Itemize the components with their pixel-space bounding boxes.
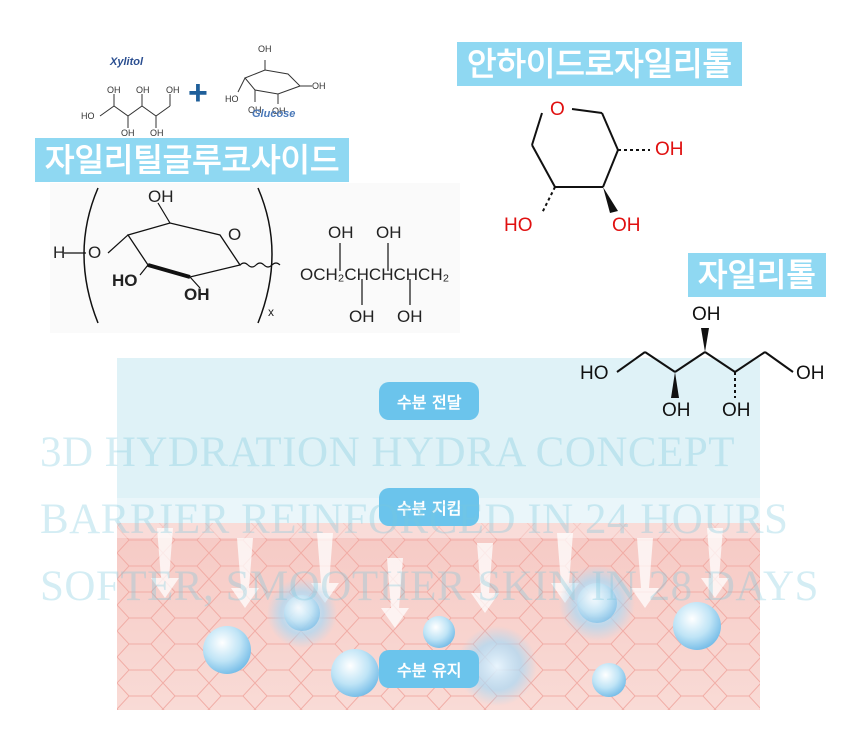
chain-formula: OCH₂CHCHCHCH₂ <box>300 265 450 284</box>
anhydroxylitol-label: 안하이드로자일리톨 <box>457 42 742 86</box>
o-link-atom: O <box>88 243 102 262</box>
xylitol-structure: HO OH OH OH OH <box>575 300 835 425</box>
anhydroxylitol-bonds <box>531 108 650 214</box>
oh-label: OH <box>376 223 402 242</box>
oh-label: OH <box>150 128 164 138</box>
overlay-line-hydration: 3D HYDRATION HYDRA CONCEPT <box>40 429 736 476</box>
oh-label: OH <box>248 105 262 115</box>
repeat-x-label: x <box>268 305 274 319</box>
water-protection-pill: 수분 지킴 <box>379 488 480 526</box>
ring-o-atom: O <box>550 99 565 120</box>
oh-label: HO <box>81 111 95 121</box>
oh-label: OH <box>148 187 174 206</box>
xylitol-small-structure <box>99 94 171 128</box>
oh-label: OH <box>722 400 751 421</box>
water-delivery-pill: 수분 전달 <box>379 382 480 420</box>
oh-label: OH <box>136 85 150 95</box>
ho-label: HO <box>112 271 138 290</box>
glucose-name: Glucose <box>252 108 296 120</box>
oh-label: HO <box>225 94 239 104</box>
oh-label: OH <box>107 85 121 95</box>
reaction-scheme: Xylitol HO OH OH OH OH OH + OH OH HO OH … <box>80 38 340 138</box>
oh-label: OH <box>272 106 286 116</box>
oh-label: OH <box>349 307 375 326</box>
skin-hydration-panel: 수분 전달 수분 지킴 수분 유지 <box>117 358 760 710</box>
xylitol-name: Xylitol <box>110 56 144 68</box>
ho-label: HO <box>580 363 609 384</box>
xylitylglucoside-structure: H O O OH HO OH x OCH₂CHCHCHCH₂ OH OH OH … <box>50 183 460 333</box>
oh-label: OH <box>655 139 684 160</box>
h-atom: H <box>53 243 66 262</box>
oh-label: OH <box>312 81 326 91</box>
oh-label: OH <box>692 304 721 325</box>
overlay-line-skin: SOFTER, SMOOTHER SKIN IN 28 DAYS <box>40 563 819 610</box>
oh-label: OH <box>184 285 210 304</box>
oh-label: OH <box>328 223 354 242</box>
ho-label: HO <box>504 215 533 236</box>
oh-label: OH <box>796 363 825 384</box>
overlay-line-barrier: BARRIER REINFORCED IN 24 HOURS <box>40 496 789 543</box>
plus-sign: + <box>188 74 208 112</box>
xylitol-bonds <box>616 328 794 398</box>
oh-label: OH <box>258 44 272 54</box>
xylitylglucoside-bonds <box>64 187 411 324</box>
oh-label: OH <box>612 215 641 236</box>
anhydroxylitol-structure: O OH HO OH <box>500 95 720 245</box>
oh-label: OH <box>397 307 423 326</box>
ring-o-atom: O <box>228 225 242 244</box>
xylitol-label: 자일리톨 <box>688 253 826 297</box>
oh-label: OH <box>121 128 135 138</box>
oh-label: OH <box>166 85 180 95</box>
xylitylglucoside-label: 자일리틸글루코사이드 <box>35 138 350 182</box>
water-retention-pill: 수분 유지 <box>379 650 480 688</box>
glucose-small-structure <box>237 60 312 104</box>
oh-label: OH <box>662 400 691 421</box>
